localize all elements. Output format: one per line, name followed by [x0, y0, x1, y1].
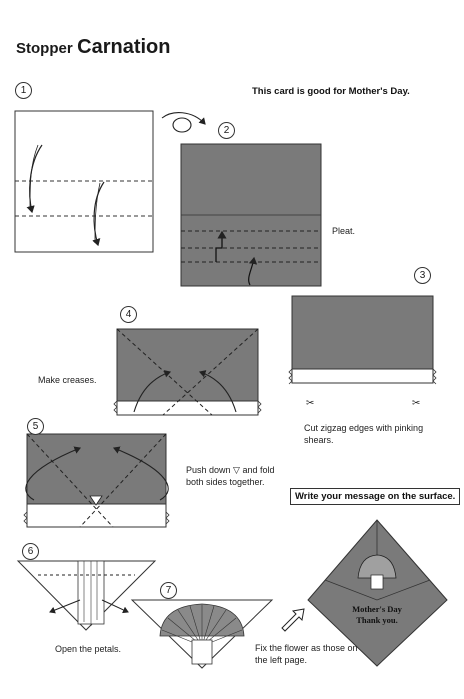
step-number: 3: [414, 267, 431, 284]
turn-over-icon: [161, 112, 206, 133]
step-number: 4: [120, 306, 137, 323]
step3-paper: ✂ ✂: [288, 295, 437, 409]
card-line-2: Thank you.: [356, 615, 398, 625]
step4-paper: [113, 328, 262, 416]
step-number: 5: [27, 418, 44, 435]
step-number: 6: [22, 543, 39, 560]
title-prefix: Stopper: [16, 40, 73, 57]
note-push-down: Push down ▽ and fold both sides together…: [186, 465, 275, 487]
note-fix-flower: Fix the flower as those on the left page…: [255, 643, 358, 665]
next-arrow-icon: [281, 608, 305, 632]
finished-card: [307, 519, 448, 667]
step7-paper: [130, 599, 274, 669]
intro-text: This card is good for Mother's Day.: [252, 86, 410, 97]
step1-paper: [14, 110, 154, 253]
page-title: Stopper Carnation: [16, 36, 170, 59]
note-open-petals: Open the petals.: [55, 644, 122, 654]
step6-paper: [16, 560, 157, 631]
svg-text:✂: ✂: [412, 398, 420, 409]
card-message: Mother's Day Thank you.: [337, 604, 417, 626]
note-pleat: Pleat.: [332, 226, 356, 236]
card-line-1: Mother's Day: [352, 604, 402, 614]
note-cut-zigzag: Cut zigzag edges with pinking shears.: [304, 423, 424, 445]
step2-paper: [180, 143, 322, 287]
step-number: 2: [218, 122, 235, 139]
svg-text:✂: ✂: [306, 398, 314, 409]
note-write-message: Write your message on the surface.: [290, 488, 461, 505]
step5-paper: [23, 433, 170, 528]
note-make-creases: Make creases.: [38, 375, 97, 385]
title-main: Carnation: [77, 36, 171, 58]
step-number: 7: [160, 582, 177, 599]
step-number: 1: [15, 82, 32, 99]
